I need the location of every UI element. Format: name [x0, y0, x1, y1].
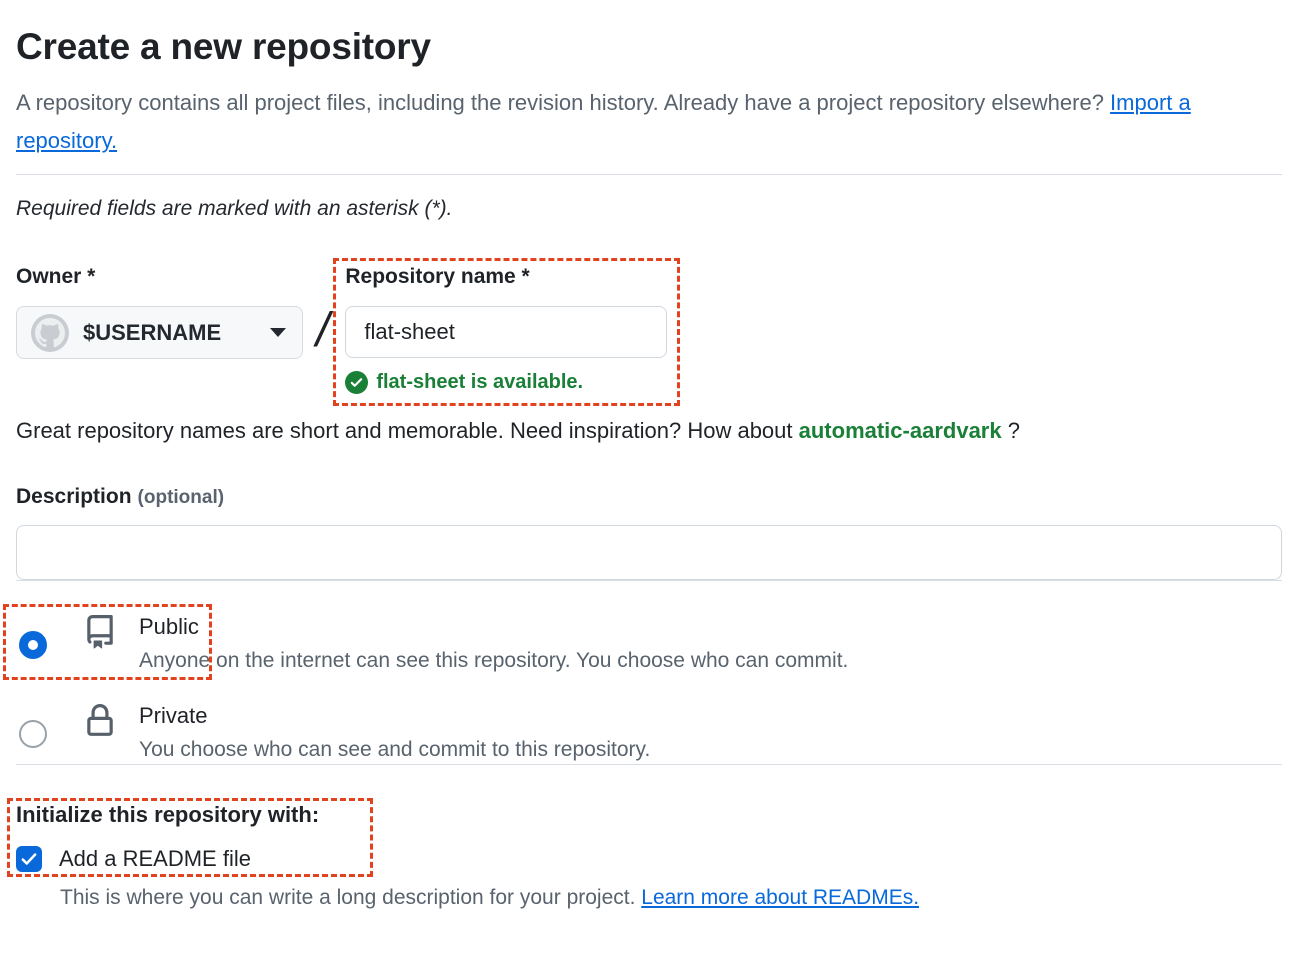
- visibility-option-public[interactable]: Public Anyone on the internet can see th…: [3, 604, 1282, 680]
- readme-note: This is where you can write a long descr…: [60, 886, 1282, 910]
- page-title: Create a new repository: [16, 26, 431, 67]
- public-radio[interactable]: [19, 631, 47, 659]
- private-label: Private: [139, 703, 208, 728]
- readme-checkbox-label: Add a README file: [59, 846, 251, 871]
- intro-text: A repository contains all project files,…: [16, 90, 1111, 115]
- description-optional-label: (optional): [137, 487, 225, 508]
- name-suggestion: Great repository names are short and mem…: [16, 418, 1282, 444]
- suggested-repo-name[interactable]: automatic-aardvark: [798, 418, 1002, 443]
- suggestion-text-after: ?: [1001, 418, 1020, 443]
- public-option-text: Public Anyone on the internet can see th…: [139, 612, 848, 675]
- repository-name-input[interactable]: [345, 306, 668, 358]
- initialize-heading: Initialize this repository with:: [16, 802, 320, 827]
- private-radio[interactable]: [19, 720, 47, 748]
- owner-label: Owner *: [16, 265, 96, 288]
- owner-field: Owner * $USERNAME: [16, 265, 303, 359]
- description-label-row: Description(optional): [16, 485, 1282, 509]
- readme-checkbox-row[interactable]: Add a README file: [16, 846, 1282, 872]
- initialize-section: Initialize this repository with: Add a R…: [7, 798, 1282, 910]
- owner-dropdown-button[interactable]: $USERNAME: [16, 306, 303, 359]
- owner-repo-row: Owner * $USERNAME / Repository name * fl…: [16, 258, 1282, 406]
- check-circle-icon: [345, 371, 369, 394]
- owner-avatar: [31, 313, 69, 352]
- readme-note-text: This is where you can write a long descr…: [60, 886, 642, 909]
- divider-after-description: [16, 580, 1282, 581]
- divider-top: [16, 174, 1282, 175]
- repository-name-label: Repository name *: [345, 265, 530, 288]
- availability-message-row: flat-sheet is available.: [345, 371, 667, 394]
- repository-name-field: Repository name * flat-sheet is availabl…: [333, 258, 681, 406]
- checkmark-icon: [21, 853, 37, 865]
- readme-checkbox[interactable]: [16, 846, 42, 872]
- description-label: Description: [16, 485, 132, 508]
- learn-more-readmes-link[interactable]: Learn more about READMEs.: [641, 886, 920, 909]
- divider-after-visibility: [16, 764, 1282, 765]
- description-input[interactable]: [16, 525, 1282, 580]
- create-repository-page: Create a new repository A repository con…: [3, 26, 1282, 910]
- private-option-text: Private You choose who can see and commi…: [139, 701, 650, 764]
- import-repository-link[interactable]: Import a repository.: [16, 90, 1191, 153]
- repo-book-icon: [83, 615, 117, 654]
- public-description: Anyone on the internet can see this repo…: [139, 649, 849, 672]
- github-octocat-icon: [35, 317, 65, 347]
- suggestion-text-before: Great repository names are short and mem…: [16, 418, 799, 443]
- public-label: Public: [139, 614, 199, 639]
- required-fields-note: Required fields are marked with an aster…: [16, 197, 453, 220]
- visibility-option-private[interactable]: Private You choose who can see and commi…: [16, 701, 1282, 764]
- lock-icon: [83, 704, 117, 743]
- intro-paragraph: A repository contains all project files,…: [16, 84, 1206, 160]
- private-description: You choose who can see and commit to thi…: [139, 738, 651, 761]
- owner-name: $USERNAME: [83, 319, 222, 345]
- availability-text: flat-sheet is available.: [376, 371, 584, 393]
- owner-repo-separator: /: [316, 304, 330, 357]
- chevron-down-icon: [270, 328, 286, 337]
